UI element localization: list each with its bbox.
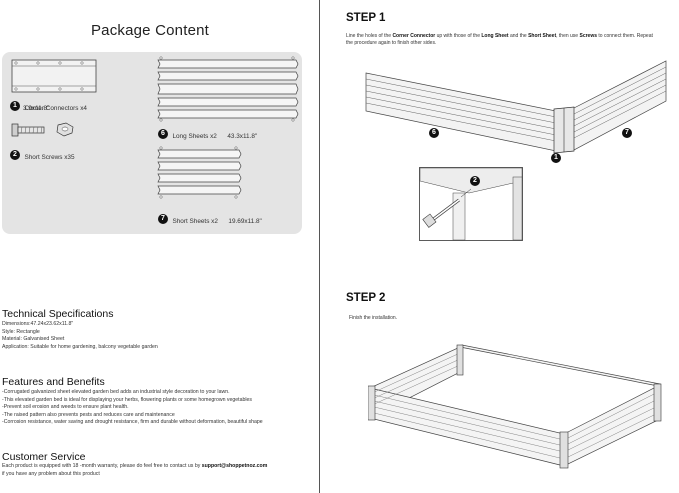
feature-line: -Corrosion resistance, water saving and …: [2, 419, 263, 426]
step1-title: STEP 1: [346, 12, 386, 24]
service-line: Each product is equipped with 18 -month …: [2, 463, 267, 471]
corner-connector-illustration: [11, 59, 97, 93]
spec-line: Application: Suitable for home gardening…: [2, 343, 158, 350]
package-title: Package Content: [90, 22, 210, 39]
feature-line: -This elevated garden bed is ideal for d…: [2, 396, 253, 403]
spec-line: Style: Rectangle: [2, 328, 40, 335]
item-label: Long Sheets x2: [172, 133, 217, 140]
tech-specs-list: Dimensions:47.24x23.62x11.8" Style: Rect…: [2, 321, 158, 351]
short-sheet-illustration: [157, 146, 242, 199]
step1-instructions: Line the holes of the Corner Connector u…: [346, 33, 653, 46]
callout-corner-connector: 1: [551, 149, 561, 167]
feature-line: -Corrugated galvanized sheet elevated ga…: [2, 389, 230, 395]
item-size: 43.3x11.8": [227, 133, 258, 140]
item-short-sheets: 7 Short Sheets x2 19.69x11.8": [158, 210, 262, 228]
item-label: Short Sheets x2: [172, 218, 218, 225]
item-short-screws: 2 Short Screws x35: [10, 146, 75, 164]
long-sheet-illustration: [157, 56, 299, 122]
step2-instructions: Finish the installation.: [349, 315, 398, 321]
item-size: 3.9x11.8": [23, 105, 50, 112]
spec-line: Material: Galvanised Sheet: [2, 336, 65, 343]
callout-short-sheet: 7: [622, 124, 632, 142]
item-corner-connectors: 1 Corner Connectors x4: [10, 97, 87, 115]
callout-screw: 2: [470, 172, 480, 190]
features-list: -Corrugated galvanized sheet elevated ga…: [2, 389, 263, 427]
spec-line: Dimensions:47.24x23.62x11.8": [2, 321, 74, 327]
step2-title: STEP 2: [346, 292, 386, 304]
page-divider: [319, 0, 320, 493]
feature-line: -Prevent soil erosion and weeds to ensur…: [2, 404, 129, 411]
tech-specs-title: Technical Specifications: [2, 308, 114, 320]
callout-number: 6: [158, 128, 168, 139]
service-text: Each product is equipped with 18 -month …: [2, 463, 201, 469]
callout-long-sheet: 6: [429, 124, 439, 142]
service-line-2: if you have any problem about this produ…: [2, 471, 100, 477]
callout-number: 1: [10, 100, 20, 111]
support-email: support@shoppetnoz.com: [201, 463, 268, 469]
callout-number: 2: [10, 149, 20, 160]
callout-number: 7: [158, 213, 168, 224]
item-size: 19.69x11.8": [228, 218, 262, 225]
customer-service-title: Customer Service: [2, 451, 86, 463]
step1-corner-diagram: [365, 60, 667, 163]
item-label: Short Screws x35: [24, 154, 75, 161]
features-title: Features and Benefits: [2, 376, 105, 388]
screw-and-nut-illustration: [11, 122, 74, 137]
feature-line: -The raised pattern also prevents pests …: [2, 411, 175, 418]
item-label: Corner Connectors x4: [24, 105, 87, 112]
step2-finished-bed-diagram: [368, 344, 662, 469]
item-long-sheets: 6 Long Sheets x2 43.3x11.8": [158, 125, 257, 143]
